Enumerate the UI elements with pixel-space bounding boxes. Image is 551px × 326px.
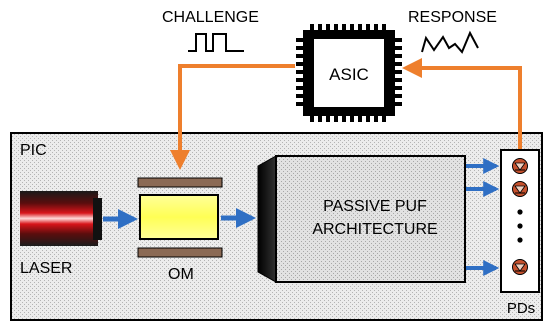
puf-label-line1: PASSIVE PUF — [323, 198, 427, 215]
puf-label-line2: ARCHITECTURE — [312, 221, 437, 238]
asic-label: ASIC — [329, 65, 369, 84]
laser-label: LASER — [20, 260, 72, 277]
response-label: RESPONSE — [408, 9, 497, 26]
challenge-label: CHALLENGE — [162, 9, 259, 26]
zigzag-wave-icon — [421, 30, 479, 54]
photodiode-icon — [512, 181, 528, 197]
optical-modulator — [137, 177, 223, 258]
ic-chip-icon — [296, 24, 402, 122]
response-link-arrow — [402, 58, 522, 150]
square-wave-icon — [188, 33, 244, 52]
photodiode-array — [500, 149, 540, 293]
photodiode-icon — [512, 259, 528, 275]
om-label: OM — [168, 266, 194, 283]
pic-label: PIC — [20, 142, 47, 159]
passive-puf-block — [257, 155, 466, 283]
challenge-link-arrow — [170, 64, 295, 170]
photodiode-icon — [512, 158, 528, 174]
laser-module-icon — [20, 191, 102, 246]
pds-label: PDs — [507, 300, 535, 317]
ellipsis-dots — [517, 209, 523, 243]
